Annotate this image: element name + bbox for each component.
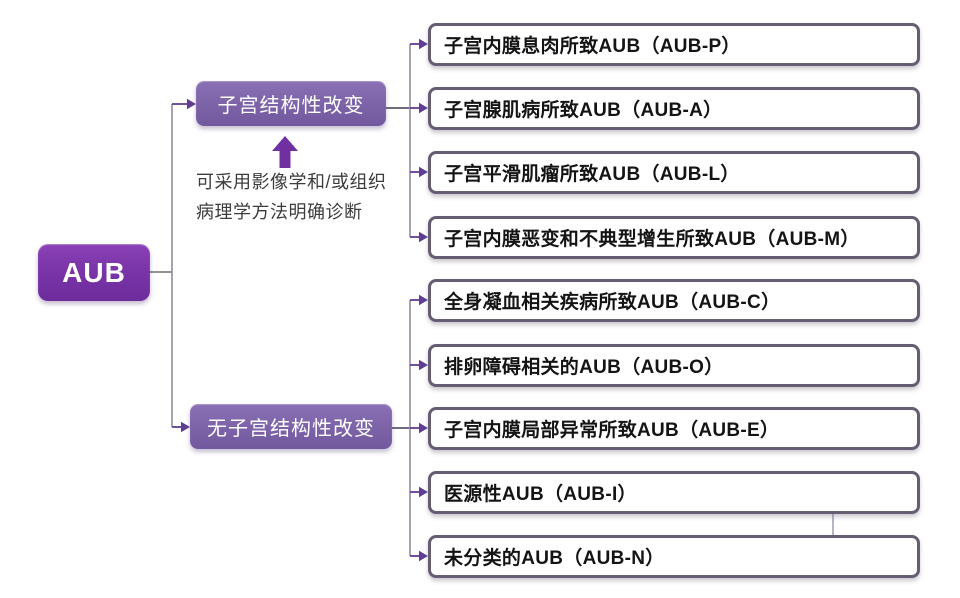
diagnosis-annotation: 可采用影像学和/或组织 病理学方法明确诊断 (196, 168, 416, 227)
branch-structural: 子宫结构性改变 (196, 81, 386, 126)
leaf-aub-c: 全身凝血相关疾病所致AUB（AUB-C） (428, 279, 920, 322)
leaf-aub-n: 未分类的AUB（AUB-N） (428, 535, 920, 578)
leaf-aub-p: 子宫内膜息肉所致AUB（AUB-P） (428, 23, 920, 66)
leaf-aub-n-label: 未分类的AUB（AUB-N） (444, 548, 665, 569)
up-arrow-icon (272, 136, 298, 168)
leaf-aub-o-label: 排卵障碍相关的AUB（AUB-O） (444, 357, 724, 378)
leaf-aub-i-label: 医源性AUB（AUB-I） (444, 484, 637, 505)
branch-nonstructural-label: 无子宫结构性改变 (207, 418, 375, 440)
leaf-aub-e-label: 子宫内膜局部异常所致AUB（AUB-E） (444, 420, 780, 441)
leaf-aub-p-label: 子宫内膜息肉所致AUB（AUB-P） (444, 36, 741, 57)
leaf-aub-e: 子宫内膜局部异常所致AUB（AUB-E） (428, 407, 920, 450)
annotation-line-1: 可采用影像学和/或组织 (196, 172, 387, 192)
leaf-aub-a: 子宫腺肌病所致AUB（AUB-A） (428, 87, 920, 130)
leaf-aub-i: 医源性AUB（AUB-I） (428, 471, 920, 514)
leaf-aub-m-label: 子宫内膜恶变和不典型增生所致AUB（AUB-M） (444, 229, 860, 250)
root-node-aub: AUB (38, 244, 150, 301)
root-label: AUB (62, 256, 126, 288)
leaf-aub-o: 排卵障碍相关的AUB（AUB-O） (428, 344, 920, 387)
leaf-aub-c-label: 全身凝血相关疾病所致AUB（AUB-C） (444, 292, 781, 313)
branch-nonstructural: 无子宫结构性改变 (190, 404, 392, 449)
leaf-aub-a-label: 子宫腺肌病所致AUB（AUB-A） (444, 100, 723, 121)
leaf-aub-m: 子宫内膜恶变和不典型增生所致AUB（AUB-M） (428, 216, 920, 259)
leaf-aub-l: 子宫平滑肌瘤所致AUB（AUB-L） (428, 151, 920, 194)
branch-structural-label: 子宫结构性改变 (217, 95, 365, 117)
annotation-line-2: 病理学方法明确诊断 (196, 201, 363, 222)
leaf-aub-l-label: 子宫平滑肌瘤所致AUB（AUB-L） (444, 164, 740, 185)
